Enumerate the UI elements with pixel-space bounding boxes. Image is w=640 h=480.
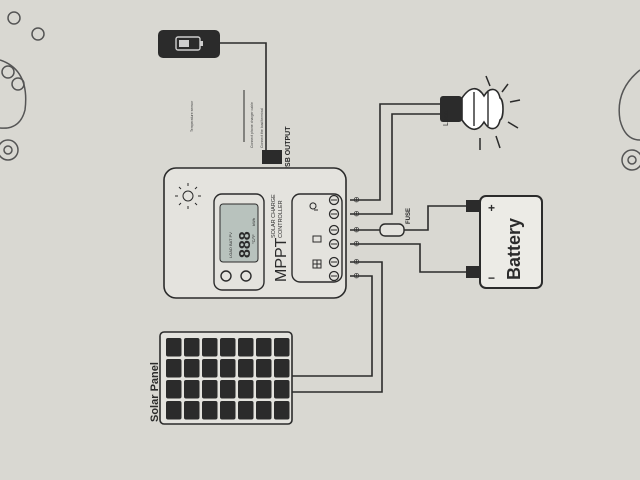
sun-icon (175, 183, 201, 209)
solar-cell (220, 338, 236, 357)
solar-cell (184, 338, 200, 357)
solar-cell (166, 380, 182, 399)
bulb-symbol-icon (309, 202, 318, 211)
solar-cell (184, 401, 200, 420)
terminal-label-column: ⊕ ⊖ ⊕ ⊖ ⊕ ⊖ (352, 196, 361, 279)
menu-button[interactable] (240, 270, 252, 282)
battery-terminal-minus (466, 266, 480, 278)
wire-solar-minus (290, 275, 373, 377)
usb-plug (262, 150, 282, 164)
solar-panel (159, 331, 293, 425)
brand-label: MPPT (273, 237, 290, 282)
edge-circle-8 (627, 155, 637, 165)
solar-cell (202, 401, 218, 420)
solar-cell (220, 359, 236, 378)
solar-cell (220, 401, 236, 420)
wire-battery-plus (350, 205, 470, 231)
battery-label: Battery (504, 218, 524, 280)
edge-curve-left (0, 59, 27, 129)
fuse (379, 223, 405, 237)
solar-cell (184, 359, 200, 378)
solar-cell (202, 338, 218, 357)
edge-curve-right (618, 69, 640, 141)
terminal-polarity-label: ⊖ (352, 240, 361, 247)
edge-circle-3 (1, 65, 15, 79)
terminal-polarity-label: ⊕ (352, 196, 361, 203)
solar-panel-label: Solar Panel (149, 362, 161, 422)
wires (218, 42, 470, 393)
battery-terminal-plus (466, 200, 480, 212)
subtitle-1: SOLAR CHARGE (271, 194, 277, 238)
wire-solar-plus (290, 261, 383, 393)
battery: + − Battery (466, 195, 543, 289)
terminal-polarity-label: ⊕ (352, 258, 361, 265)
lcd-unit-1: kWh (251, 218, 256, 226)
solar-cell (274, 359, 290, 378)
solar-cell (274, 338, 290, 357)
battery-plus-sign: + (488, 201, 495, 215)
usb-output-label: USB OUTPUT (285, 126, 292, 172)
lcd-value: 888 (237, 231, 254, 258)
solar-cell (238, 359, 254, 378)
note-a: Temperature sensor (190, 100, 194, 132)
terminal-strip (291, 193, 343, 283)
wire-battery-minus (350, 243, 470, 273)
bulb-socket (440, 96, 462, 122)
solar-cell (220, 380, 236, 399)
phone-battery-tip (200, 41, 203, 46)
solar-cell (274, 380, 290, 399)
solar-cell (184, 380, 200, 399)
solar-cell (202, 380, 218, 399)
edge-circle-1 (7, 11, 21, 25)
edge-circle-5 (0, 139, 19, 161)
terminal-polarity-label: ⊖ (352, 272, 361, 279)
edge-marks (0, 11, 640, 171)
solar-cell (256, 401, 272, 420)
bulb-spiral (461, 87, 504, 131)
solar-cell (256, 380, 272, 399)
edge-circle-6 (3, 145, 13, 155)
solar-cell (274, 401, 290, 420)
set-button[interactable] (220, 270, 232, 282)
solar-cell (166, 338, 182, 357)
battery-minus-sign: − (488, 271, 495, 285)
lcd-screen (219, 203, 259, 263)
phone-battery-fill (179, 40, 189, 47)
solar-cell (256, 338, 272, 357)
note-b: Connect phone charger cable (250, 102, 254, 148)
subtitle-2: CONTROLLER (278, 200, 284, 238)
bulb-rays (479, 75, 521, 150)
bulb-coil-lines (473, 92, 489, 126)
solar-cell (202, 359, 218, 378)
terminal-polarity-label: ⊕ (352, 226, 361, 233)
solar-cell (256, 359, 272, 378)
fuse-label: FUSE (406, 208, 412, 224)
edge-circle-2 (31, 27, 45, 41)
battery-body (479, 195, 543, 289)
solar-cell (166, 401, 182, 420)
solar-cell (238, 380, 254, 399)
battery-symbol-icon (312, 235, 322, 243)
terminal-symbols (309, 202, 322, 269)
solar-cell (238, 401, 254, 420)
solar-cell-grid (166, 338, 290, 420)
solar-cell (166, 359, 182, 378)
wire-load-minus (350, 113, 440, 215)
panel-grid (313, 260, 321, 268)
solar-cell (238, 338, 254, 357)
edge-circle-7 (621, 149, 640, 171)
lcd-top-row: LOAD BAT PV (228, 232, 233, 258)
controller: 888 LOAD BAT PV kWh °C/°F MPPT SOLAR CHA… (163, 167, 347, 299)
terminal-polarity-label: ⊖ (352, 210, 361, 217)
note-c: Connect the load terminal (260, 108, 264, 148)
lcd-unit-2: °C/°F (251, 234, 256, 244)
load-label: Load (443, 110, 450, 126)
terminal-group (328, 194, 340, 282)
lightbulb (440, 75, 521, 150)
wire-load-plus (350, 103, 440, 201)
phone (158, 30, 220, 58)
